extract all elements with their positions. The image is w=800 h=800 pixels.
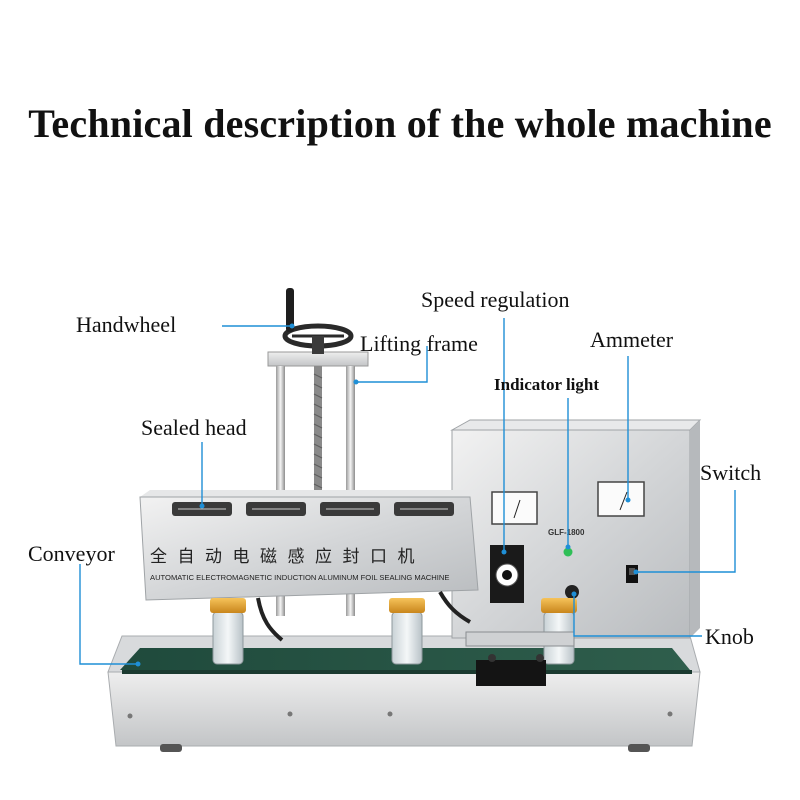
- jar-right: [541, 598, 577, 665]
- bottle-guide: [465, 631, 575, 686]
- head-chinese-text: 全自动电磁感应封口机: [150, 547, 425, 567]
- head-english-text: AUTOMATIC ELECTROMAGNETIC INDUCTION ALUM…: [150, 573, 449, 582]
- jar-middle: [389, 598, 425, 665]
- label-speed-regulation: Speed regulation: [421, 287, 570, 312]
- page-title: Technical description of the whole machi…: [28, 101, 772, 146]
- jar-left: [210, 598, 246, 665]
- model-plate: GLF-1800: [548, 528, 585, 537]
- callout-leaders: [79, 318, 736, 667]
- sealed-head: 全自动电磁感应封口机 AUTOMATIC ELECTROMAGNETIC IND…: [139, 490, 479, 642]
- label-ammeter: Ammeter: [590, 327, 674, 352]
- label-lifting-frame: Lifting frame: [360, 331, 478, 356]
- label-knob: Knob: [705, 624, 754, 649]
- label-switch: Switch: [700, 460, 762, 485]
- handwheel: [282, 288, 354, 354]
- label-sealed-head: Sealed head: [141, 415, 247, 440]
- label-conveyor: Conveyor: [28, 541, 115, 566]
- label-handwheel: Handwheel: [76, 312, 177, 337]
- control-box: GLF-1800: [450, 419, 702, 639]
- label-indicator-light: Indicator light: [494, 375, 600, 394]
